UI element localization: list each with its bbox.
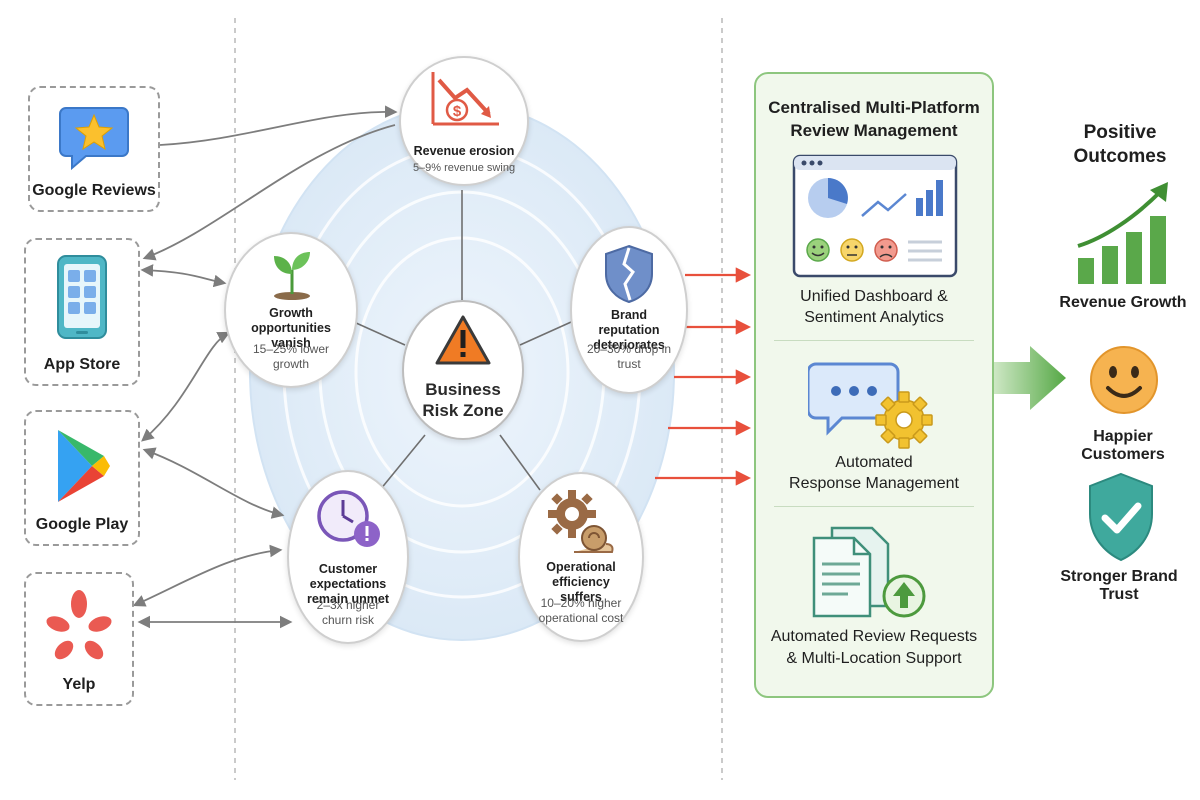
outcome-label: Stronger Brand Trust	[1060, 568, 1178, 603]
smiley-icon	[1088, 344, 1160, 421]
solution-heading: Centralised Multi-Platform	[768, 98, 980, 117]
platform-label: Yelp	[62, 676, 96, 693]
risk-detail: 15–25% lower growth	[252, 342, 330, 371]
risk-customer-expectations[interactable]: Customer expectations remain unmet 2–3x …	[287, 470, 409, 644]
svg-text:$: $	[453, 103, 462, 120]
risk-revenue-erosion[interactable]: $ Revenue erosion 5–9% revenue swing	[399, 56, 529, 186]
documents-upload-icon	[808, 524, 934, 625]
feature-label: Automated	[835, 454, 913, 471]
feature-label: Automated Review Requests	[770, 628, 978, 645]
revenue-down-icon: $	[429, 68, 501, 137]
clock-alert-icon	[313, 486, 383, 555]
check-shield-icon	[1086, 472, 1156, 567]
platform-arrows	[132, 105, 398, 629]
risk-zone-title: Business	[425, 380, 501, 399]
platform-label: Google Play	[35, 516, 129, 533]
warning-icon	[434, 314, 492, 371]
feature-label: & Multi-Location Support	[786, 650, 962, 667]
risk-title: Revenue erosion	[413, 144, 515, 158]
risk-growth-opportunities[interactable]: Growth opportunities vanish 15–25% lower…	[224, 232, 358, 388]
growth-chart-icon	[1074, 178, 1178, 293]
risk-operational-efficiency[interactable]: Operational efficiency suffers 10–20% hi…	[518, 472, 644, 642]
platform-app-store[interactable]: App Store	[24, 238, 140, 386]
dashboard-icon	[792, 154, 958, 283]
platform-google-reviews[interactable]: Google Reviews	[28, 86, 160, 212]
feature-divider	[774, 340, 974, 341]
feature-label: Sentiment Analytics	[804, 309, 944, 326]
risk-title: Growth opportunities vanish	[251, 306, 331, 350]
star-chat-icon	[30, 102, 158, 172]
risk-detail: 2–3x higher churn risk	[316, 598, 380, 627]
risk-brand-reputation[interactable]: Brand reputation deteriorates 20–30% dro…	[570, 226, 688, 394]
outcomes-heading: Outcomes	[1073, 146, 1167, 167]
phone-apps-icon	[26, 254, 138, 340]
business-risk-zone-center[interactable]: Business Risk Zone	[402, 300, 524, 440]
risk-title: Brand reputation deteriorates	[593, 308, 665, 352]
risk-zone-title: Risk Zone	[422, 401, 504, 420]
risk-detail: 10–20% higher operational cost	[538, 596, 624, 625]
risk-detail: 5–9% revenue swing	[412, 162, 516, 174]
risk-detail: 20–30% drop in trust	[586, 342, 672, 371]
play-triangle-icon	[26, 426, 138, 506]
outcome-label: Happier Customers	[1081, 428, 1165, 463]
chat-gear-icon	[806, 358, 938, 459]
yelp-burst-icon	[26, 588, 132, 666]
sprout-icon	[266, 248, 318, 305]
solution-panel: Centralised Multi-Platform Review Manage…	[754, 72, 994, 698]
solution-heading: Review Management	[790, 121, 958, 140]
risk-spokes	[344, 190, 581, 491]
platform-yelp[interactable]: Yelp	[24, 572, 134, 706]
outcomes-heading: Positive	[1083, 122, 1157, 143]
platform-label: Google Reviews	[32, 182, 156, 199]
platform-google-play[interactable]: Google Play	[24, 410, 140, 546]
risk-title: Operational efficiency suffers	[546, 560, 616, 604]
outcome-label: Revenue Growth	[1059, 294, 1187, 311]
feature-label: Response Management	[789, 475, 959, 492]
feature-label: Unified Dashboard &	[800, 288, 948, 305]
feature-divider	[774, 506, 974, 507]
risk-to-solution-arrows	[655, 267, 752, 486]
solution-to-outcomes-arrow	[993, 346, 1066, 410]
gear-snail-icon	[544, 486, 616, 561]
cracked-shield-icon	[602, 244, 656, 309]
risk-title: Customer expectations remain unmet	[307, 562, 389, 606]
platform-label: App Store	[43, 356, 121, 373]
